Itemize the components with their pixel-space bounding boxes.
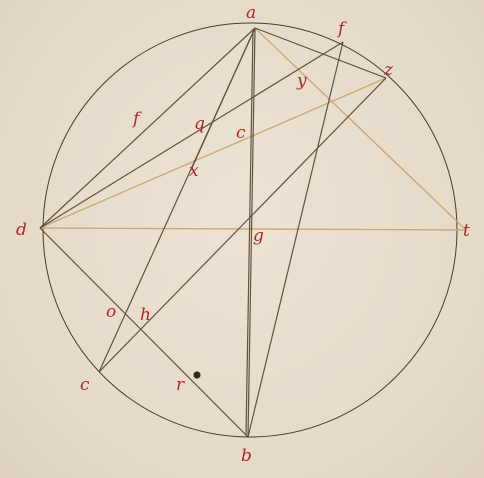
label-o: o xyxy=(106,302,116,322)
label-t: t xyxy=(463,221,470,241)
label-r: r xyxy=(176,375,185,395)
line-f-b xyxy=(247,41,344,438)
label-a: a xyxy=(246,3,256,23)
line-a-b xyxy=(247,27,256,438)
line-a-t xyxy=(254,27,467,231)
line-d-t xyxy=(39,227,467,231)
label-d: d xyxy=(16,220,27,240)
label-y: y xyxy=(296,71,307,91)
label-c-mid: c xyxy=(236,123,246,143)
label-h: h xyxy=(140,305,151,325)
label-g: g xyxy=(253,226,264,246)
line-d-a xyxy=(39,27,256,229)
line-a-b2 xyxy=(245,29,254,436)
line-d-f xyxy=(39,41,344,229)
label-c: c xyxy=(80,375,90,395)
line-d-b xyxy=(39,227,249,438)
label-b: b xyxy=(241,446,252,466)
label-f-left: f xyxy=(131,109,142,129)
line-d-z xyxy=(39,77,387,229)
label-x: x xyxy=(189,161,199,181)
line-a-z xyxy=(254,27,387,79)
point-r xyxy=(193,371,201,379)
line-z-c xyxy=(98,77,387,373)
label-f-top: f xyxy=(336,19,347,39)
line-a-x xyxy=(190,27,256,171)
label-q: q xyxy=(194,114,205,134)
label-z: z xyxy=(383,60,394,80)
